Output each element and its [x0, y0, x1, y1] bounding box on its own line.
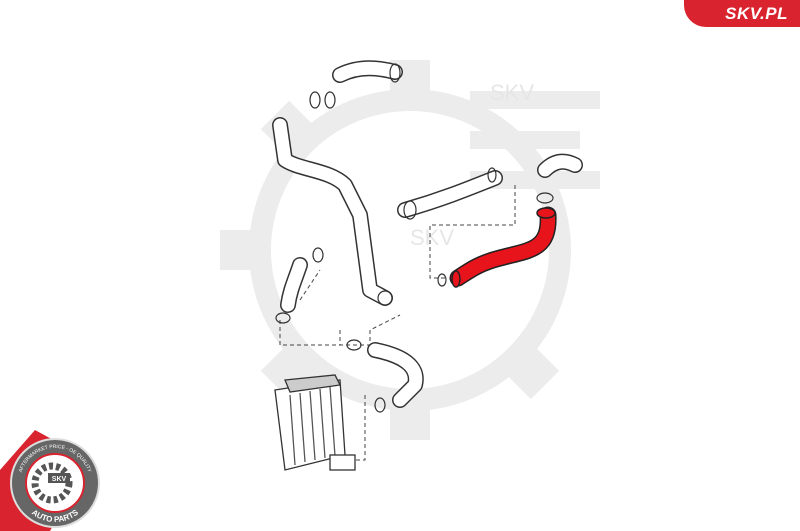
site-badge-label[interactable]: SKV.PL	[725, 4, 788, 23]
hose-parts	[272, 60, 583, 413]
watermark-text-center: SKV	[410, 225, 454, 250]
highlighted-hose	[449, 206, 557, 288]
seal-center-text: SKV	[52, 476, 67, 483]
intercooler	[274, 374, 356, 471]
site-badge[interactable]: SKV.PL	[684, 0, 800, 27]
watermark-text: SKV	[490, 80, 534, 105]
skv-seal-logo: SKV AFTERMARKET PRICE - OE QUALITY AUTO …	[0, 430, 100, 531]
